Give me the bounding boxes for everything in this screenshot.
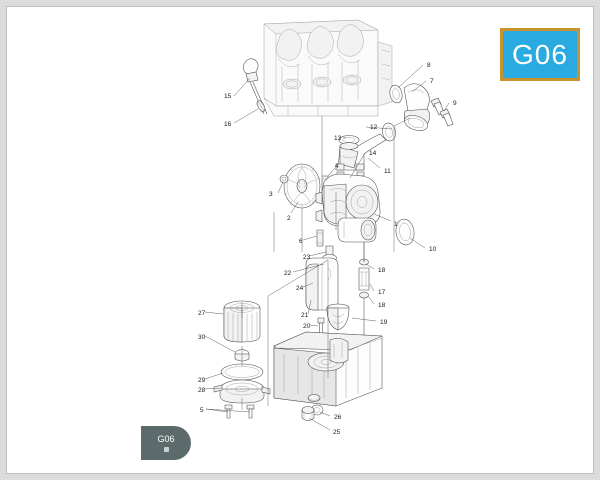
callout-19[interactable]: 19 — [380, 319, 388, 326]
callout-25[interactable]: 25 — [333, 429, 341, 436]
parts-diagram-canvas: .ln{fill:none;stroke:#4d4d4d;stroke-widt… — [204, 19, 454, 431]
assembly-projection-lines — [241, 116, 411, 410]
dowel-6 — [316, 229, 324, 247]
pump-oring-graphic — [395, 218, 415, 246]
oil-cooler-elbow-graphic — [389, 83, 454, 131]
cover-28 — [213, 379, 271, 404]
cover-bolt-1 — [224, 404, 233, 419]
callout-23[interactable]: 23 — [303, 254, 311, 261]
callout-3[interactable]: 3 — [269, 191, 273, 198]
corner-page-tab[interactable]: G06 — [141, 426, 191, 460]
callout-6[interactable]: 6 — [299, 238, 303, 245]
page-code-badge-label: G06 — [512, 38, 568, 70]
callout-4[interactable]: 4 — [335, 163, 339, 170]
plug-25 — [301, 406, 315, 421]
callout-27[interactable]: 27 — [198, 310, 206, 317]
filter-cover-graphic — [213, 363, 271, 404]
callout-21[interactable]: 21 — [301, 312, 309, 319]
callout-14[interactable]: 14 — [369, 150, 377, 157]
callout-20[interactable]: 20 — [303, 323, 311, 330]
dipstick-collar — [255, 99, 267, 114]
elbow-bolt-1 — [430, 97, 445, 116]
callout-5[interactable]: 5 — [200, 407, 204, 414]
engine-block-graphic — [263, 19, 393, 117]
elbow-bolt-2 — [439, 108, 454, 127]
oil-pickup-tube-graphic — [335, 122, 396, 187]
callout-2[interactable]: 2 — [287, 215, 291, 222]
callout-26[interactable]: 26 — [334, 414, 342, 421]
drain-plug-graphic — [301, 404, 324, 421]
callout-15[interactable]: 15 — [224, 93, 232, 100]
corner-page-tab-dot — [163, 446, 169, 452]
oil-pump-housing-graphic — [305, 257, 350, 334]
callout-10[interactable]: 10 — [429, 246, 437, 253]
callout-1[interactable]: 1 — [394, 221, 398, 228]
cover-bolt-2 — [246, 404, 255, 419]
page-code-badge[interactable]: G06 — [500, 28, 580, 81]
callout-17[interactable]: 17 — [378, 289, 386, 296]
callout-16[interactable]: 16 — [224, 121, 232, 128]
callout-11[interactable]: 11 — [384, 168, 391, 175]
oil-pump-body-graphic — [315, 173, 381, 243]
callout-29[interactable]: 29 — [198, 377, 206, 384]
cover-bolts-graphic — [224, 404, 255, 419]
callout-12[interactable]: 12 — [370, 124, 378, 131]
callout-18a[interactable]: 18 — [378, 267, 386, 274]
callout-7[interactable]: 7 — [430, 78, 434, 85]
callout-9[interactable]: 9 — [453, 100, 457, 107]
callout-13[interactable]: 13 — [334, 135, 342, 142]
callout-22[interactable]: 22 — [284, 270, 292, 277]
callout-leader-lines — [204, 64, 450, 431]
oil-pump-sprocket-graphic — [279, 163, 321, 209]
callout-18b[interactable]: 18 — [378, 302, 386, 309]
dipstick-graphic — [243, 58, 268, 115]
callout-30[interactable]: 30 — [198, 334, 206, 341]
corner-page-tab-label: G06 — [157, 433, 175, 444]
callout-28[interactable]: 28 — [198, 387, 206, 394]
callout-8[interactable]: 8 — [427, 62, 431, 69]
callout-24[interactable]: 24 — [296, 285, 304, 292]
